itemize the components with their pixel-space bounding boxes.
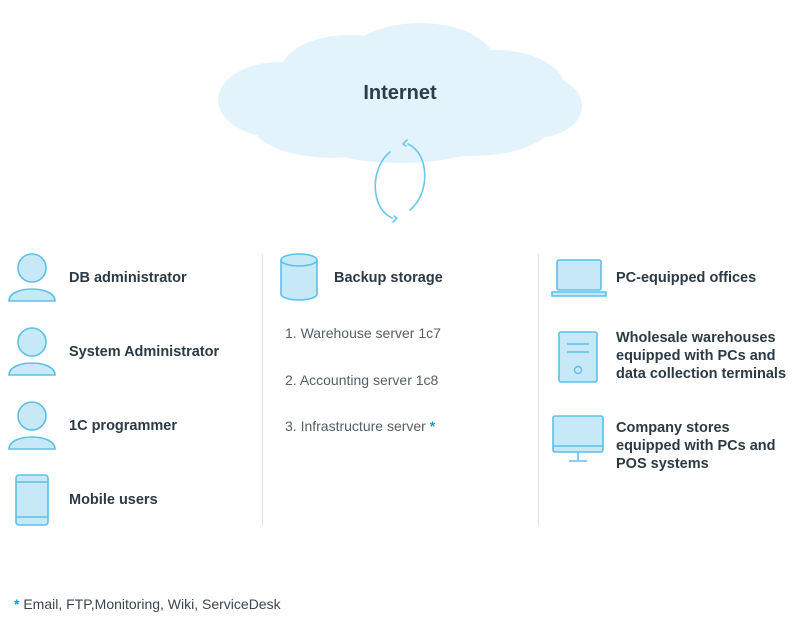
column-divider-left — [262, 254, 263, 526]
laptop-icon — [551, 258, 607, 305]
footnote: * Email, FTP,Monitoring, Wiki, ServiceDe… — [14, 596, 281, 612]
internet-cloud — [218, 23, 582, 163]
location-label-offices: PC-equipped offices — [616, 270, 757, 286]
pc-tower-icon — [557, 330, 599, 389]
server-name: Infrastructure server — [300, 418, 426, 434]
people-label-system-administrator: System Administrator — [69, 344, 220, 360]
storage-title: Backup storage — [334, 270, 443, 286]
monitor-icon — [551, 414, 607, 469]
user-icon — [6, 326, 58, 381]
column-divider-right — [538, 254, 539, 526]
server-name: Accounting server 1c8 — [299, 372, 439, 388]
database-icon — [278, 252, 320, 307]
people-label-1c-programmer: 1C programmer — [69, 418, 177, 434]
people-label-db-administrator: DB administrator — [69, 270, 187, 286]
footnote-text: Email, FTP,Monitoring, Wiki, ServiceDesk — [23, 596, 281, 612]
server-item: 1. Warehouse server 1c7 — [285, 325, 441, 341]
user-icon — [6, 400, 58, 455]
footnote-marker: * — [14, 596, 20, 612]
server-number: 2. — [285, 372, 297, 388]
server-name: Warehouse server 1c7 — [300, 325, 441, 341]
cloud-title: Internet — [363, 82, 437, 104]
user-icon — [6, 252, 58, 307]
people-label-mobile-users: Mobile users — [69, 492, 158, 508]
mobile-phone-icon — [14, 473, 50, 532]
server-number: 1. — [285, 325, 297, 341]
location-label-stores: Company stores equipped with PCs and POS… — [616, 420, 776, 472]
server-item: 2. Accounting server 1c8 — [285, 372, 438, 388]
server-item: 3. Infrastructure server * — [285, 418, 435, 434]
server-number: 3. — [285, 418, 297, 434]
sync-arrows-icon — [374, 139, 426, 223]
location-label-warehouses: Wholesale warehouses equipped with PCs a… — [616, 330, 787, 382]
footnote-marker: * — [429, 418, 436, 434]
